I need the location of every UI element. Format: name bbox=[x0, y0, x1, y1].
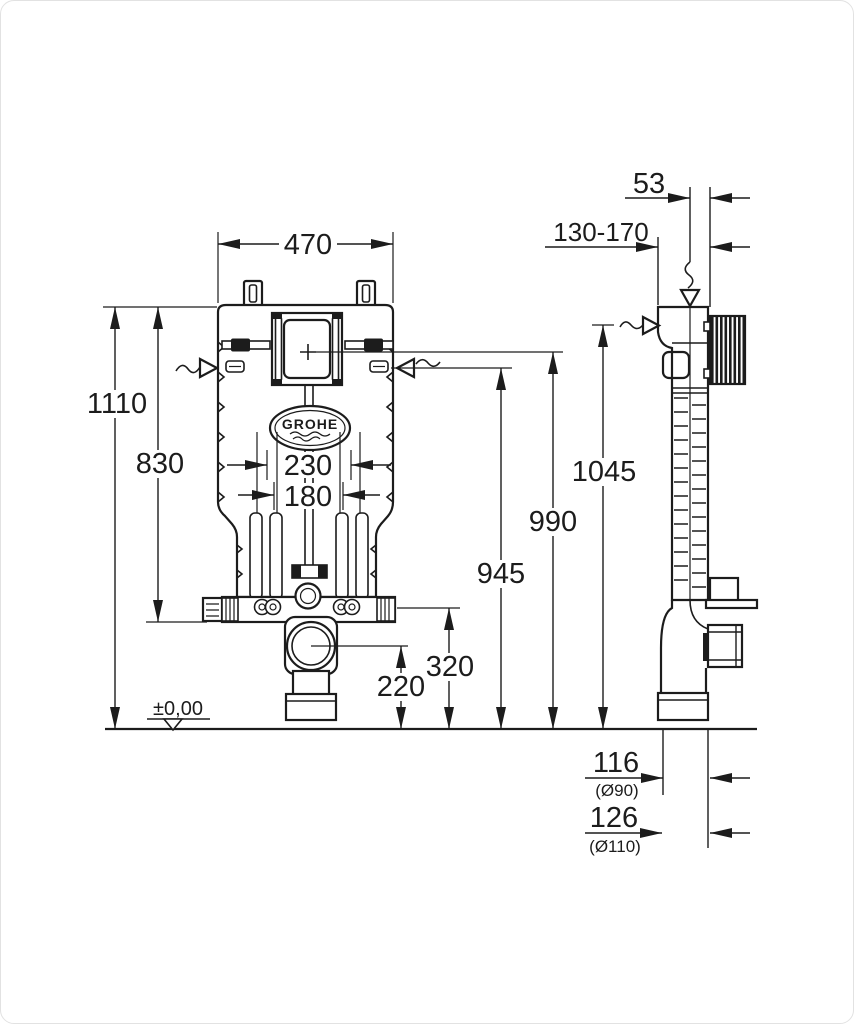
guide-rails bbox=[249, 432, 369, 600]
center-cross bbox=[300, 344, 316, 360]
flush-plate-opening bbox=[270, 311, 344, 387]
outlet-elbow-side bbox=[656, 599, 744, 848]
logo-waves bbox=[289, 431, 331, 442]
dim-height-830: 830 bbox=[134, 307, 207, 623]
dim-floor-level: ±0,00 bbox=[153, 698, 203, 720]
svg-text:320: 320 bbox=[426, 651, 474, 683]
svg-text:1110: 1110 bbox=[87, 388, 147, 420]
dim-height-320: 320 bbox=[397, 607, 475, 729]
svg-text:220: 220 bbox=[377, 671, 425, 703]
ladder-rungs-right bbox=[692, 404, 706, 588]
level-marker: ±0,00 bbox=[147, 698, 210, 732]
dim-height-1045: 1045 bbox=[572, 324, 637, 729]
dim-height-990: 990 bbox=[316, 351, 579, 729]
svg-text:180: 180 bbox=[284, 481, 332, 513]
svg-text:116: 116 bbox=[593, 747, 639, 779]
dim-height-220: 220 bbox=[311, 645, 427, 729]
dim-width-470: 470 bbox=[217, 227, 394, 303]
svg-text:53: 53 bbox=[633, 168, 665, 200]
frame-profile bbox=[656, 305, 710, 602]
supply-arrow-left bbox=[175, 357, 220, 379]
supply-rods bbox=[221, 338, 394, 373]
brand-logo-text: GROHE bbox=[282, 416, 338, 432]
svg-text:(Ø110): (Ø110) bbox=[589, 837, 641, 856]
svg-text:(Ø90): (Ø90) bbox=[595, 781, 638, 800]
dim-height-945: 945 bbox=[391, 367, 527, 729]
edge-notches-lower bbox=[236, 544, 377, 579]
svg-text:990: 990 bbox=[529, 506, 577, 538]
svg-text:230: 230 bbox=[284, 450, 332, 482]
dim-spacing-180: 180 bbox=[238, 481, 380, 513]
protection-box bbox=[703, 314, 747, 386]
wall-bracket bbox=[704, 576, 759, 610]
dim-outlet-116: 116 (Ø90) bbox=[585, 747, 750, 800]
dim-offset-53: 53 bbox=[625, 168, 750, 307]
pipe-projection-lines bbox=[662, 729, 709, 848]
supply-arrow-top bbox=[679, 261, 701, 309]
dim-height-1110: 1110 bbox=[87, 306, 217, 729]
svg-text:130-170: 130-170 bbox=[553, 217, 648, 247]
dim-outlet-126: 126 (Ø110) bbox=[585, 802, 750, 856]
svg-text:945: 945 bbox=[477, 558, 525, 590]
svg-text:470: 470 bbox=[284, 229, 332, 261]
dim-spacing-230: 230 bbox=[227, 450, 391, 482]
ladder-rungs-left bbox=[674, 397, 688, 581]
outlet-elbow-front bbox=[283, 615, 339, 722]
dim-depth-130-170: 130-170 bbox=[545, 217, 750, 305]
side-view bbox=[619, 261, 759, 848]
svg-text:1045: 1045 bbox=[572, 456, 637, 488]
svg-text:830: 830 bbox=[136, 448, 184, 480]
top-brackets bbox=[242, 279, 377, 308]
supply-arrow-side bbox=[619, 315, 662, 336]
svg-text:126: 126 bbox=[590, 802, 638, 834]
